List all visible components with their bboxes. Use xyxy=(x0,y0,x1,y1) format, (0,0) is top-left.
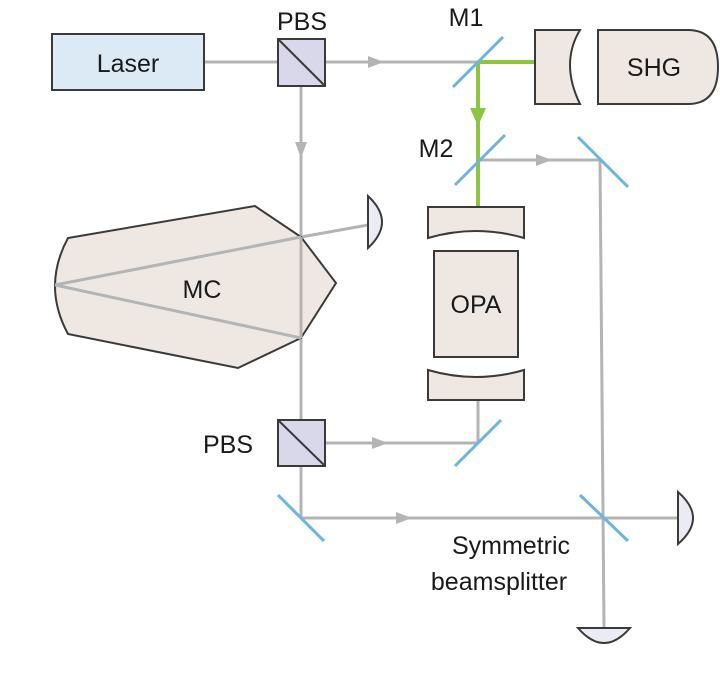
mirror-m2: M2 xyxy=(419,133,507,187)
detector-bottom xyxy=(575,627,633,644)
m2-label: M2 xyxy=(419,135,454,163)
mc-label: MC xyxy=(183,276,222,304)
mode-cleaner: MC xyxy=(54,204,338,370)
mc-detector xyxy=(367,193,383,251)
pbs-bottom: PBS xyxy=(203,419,326,467)
beamsplitter-label-line2: beamsplitter xyxy=(431,568,567,596)
pbs-top-label: PBS xyxy=(277,8,327,36)
opa-bottom-mirror xyxy=(427,368,525,401)
pbs-bottom-label: PBS xyxy=(203,431,253,459)
beam-right-vertical xyxy=(598,159,606,629)
arrow-right-icon xyxy=(536,154,552,166)
opa-label: OPA xyxy=(451,291,502,319)
symmetric-beamsplitter: Symmetric beamsplitter xyxy=(431,493,630,596)
arrow-right-icon xyxy=(372,437,388,449)
laser-box: Laser xyxy=(51,33,205,91)
opa-box: OPA xyxy=(433,250,519,358)
shg-cavity-mirror xyxy=(534,29,582,105)
shg-box: SHG xyxy=(597,29,720,105)
pbs-top: PBS xyxy=(277,8,327,87)
arrow-right-icon xyxy=(396,512,412,524)
laser-label: Laser xyxy=(97,50,160,78)
beam-mc-to-detector xyxy=(300,223,369,239)
mirror-lo xyxy=(276,493,326,543)
arrow-right-icon xyxy=(368,56,384,68)
opa-top-mirror xyxy=(427,206,525,240)
mirror-m1: M1 xyxy=(449,4,505,89)
mirror-opa-lower xyxy=(453,418,503,468)
detector-right xyxy=(677,489,694,547)
beamsplitter-label-line1: Symmetric xyxy=(452,532,570,560)
green-beam xyxy=(476,60,535,207)
arrowheads xyxy=(295,56,552,524)
arrow-down-icon xyxy=(470,108,486,126)
shg-label: SHG xyxy=(627,54,681,82)
m1-label: M1 xyxy=(449,4,484,32)
arrow-down-icon xyxy=(295,142,307,158)
mirror-right-upper xyxy=(576,135,630,189)
